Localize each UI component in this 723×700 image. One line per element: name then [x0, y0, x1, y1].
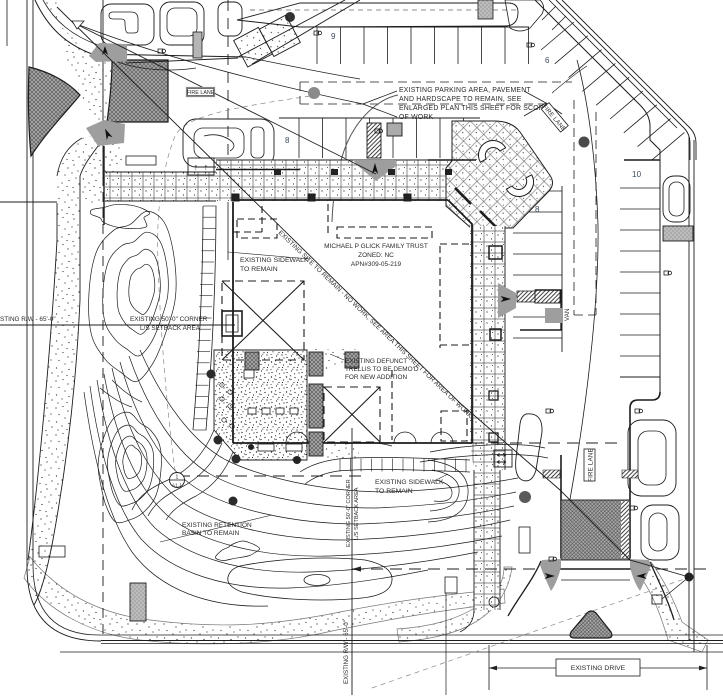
svg-text:TO REMAIN: TO REMAIN [375, 488, 413, 495]
svg-text:STING R/W - 65'-0": STING R/W - 65'-0" [0, 316, 56, 323]
svg-text:9: 9 [331, 32, 336, 41]
svg-text:APN#309-05-219: APN#309-05-219 [351, 261, 402, 268]
svg-text:L/S SETBACK AREA: L/S SETBACK AREA [140, 325, 201, 332]
svg-text:EXISTING DRIVE: EXISTING DRIVE [571, 665, 626, 672]
svg-text:ZONED: NC: ZONED: NC [358, 252, 394, 259]
svg-text:TO REMAIN: TO REMAIN [240, 266, 278, 273]
svg-text:FOR NEW ADDITION: FOR NEW ADDITION [345, 374, 408, 381]
svg-text:↑: ↑ [194, 162, 199, 172]
svg-text:EXISTING 50'-0" CORNER: EXISTING 50'-0" CORNER [130, 316, 208, 323]
svg-text:ENLARGED PLAN THIS SHEET FOR S: ENLARGED PLAN THIS SHEET FOR SCOPE [399, 105, 549, 112]
svg-text:AND HARDSCAPE TO REMAIN, SEE: AND HARDSCAPE TO REMAIN, SEE [399, 96, 522, 103]
svg-text:EXISTING 50'-0" CORNER: EXISTING 50'-0" CORNER [346, 479, 352, 547]
svg-text:EXISTING DEFUNCT: EXISTING DEFUNCT [345, 358, 407, 365]
svg-text:8: 8 [285, 136, 290, 145]
svg-text:EXISTING SIDEWALK: EXISTING SIDEWALK [375, 479, 444, 486]
svg-text:FIRE LANE: FIRE LANE [588, 448, 595, 482]
svg-text:6: 6 [545, 56, 550, 65]
svg-text:OF WORK: OF WORK [399, 114, 434, 121]
svg-text:8: 8 [535, 205, 540, 214]
svg-text:TRELLIS TO BE DEMO'D: TRELLIS TO BE DEMO'D [345, 366, 419, 373]
svg-text:10: 10 [632, 170, 642, 179]
svg-text:EXISTING PARKING AREA, PAVEMEN: EXISTING PARKING AREA, PAVEMENT [399, 87, 531, 94]
svg-text:↑: ↑ [204, 162, 209, 172]
svg-text:EXISTING RETENTION: EXISTING RETENTION [182, 522, 252, 529]
svg-text:BASIN TO REMAIN: BASIN TO REMAIN [182, 530, 239, 537]
svg-text:EXISTING R/W - 65'-0": EXISTING R/W - 65'-0" [343, 620, 350, 684]
svg-text:L/S SETBACK AREA: L/S SETBACK AREA [354, 487, 360, 540]
svg-text:1: 1 [175, 475, 178, 481]
svg-text:MICHAEL P GLICK FAMILY TRUST: MICHAEL P GLICK FAMILY TRUST [324, 243, 428, 250]
svg-text:VAN: VAN [565, 309, 571, 322]
svg-text:FIRE LANE: FIRE LANE [187, 90, 215, 96]
svg-text:A1.1: A1.1 [172, 483, 182, 488]
svg-text:EXISTING SIDEWALK: EXISTING SIDEWALK [240, 257, 309, 264]
